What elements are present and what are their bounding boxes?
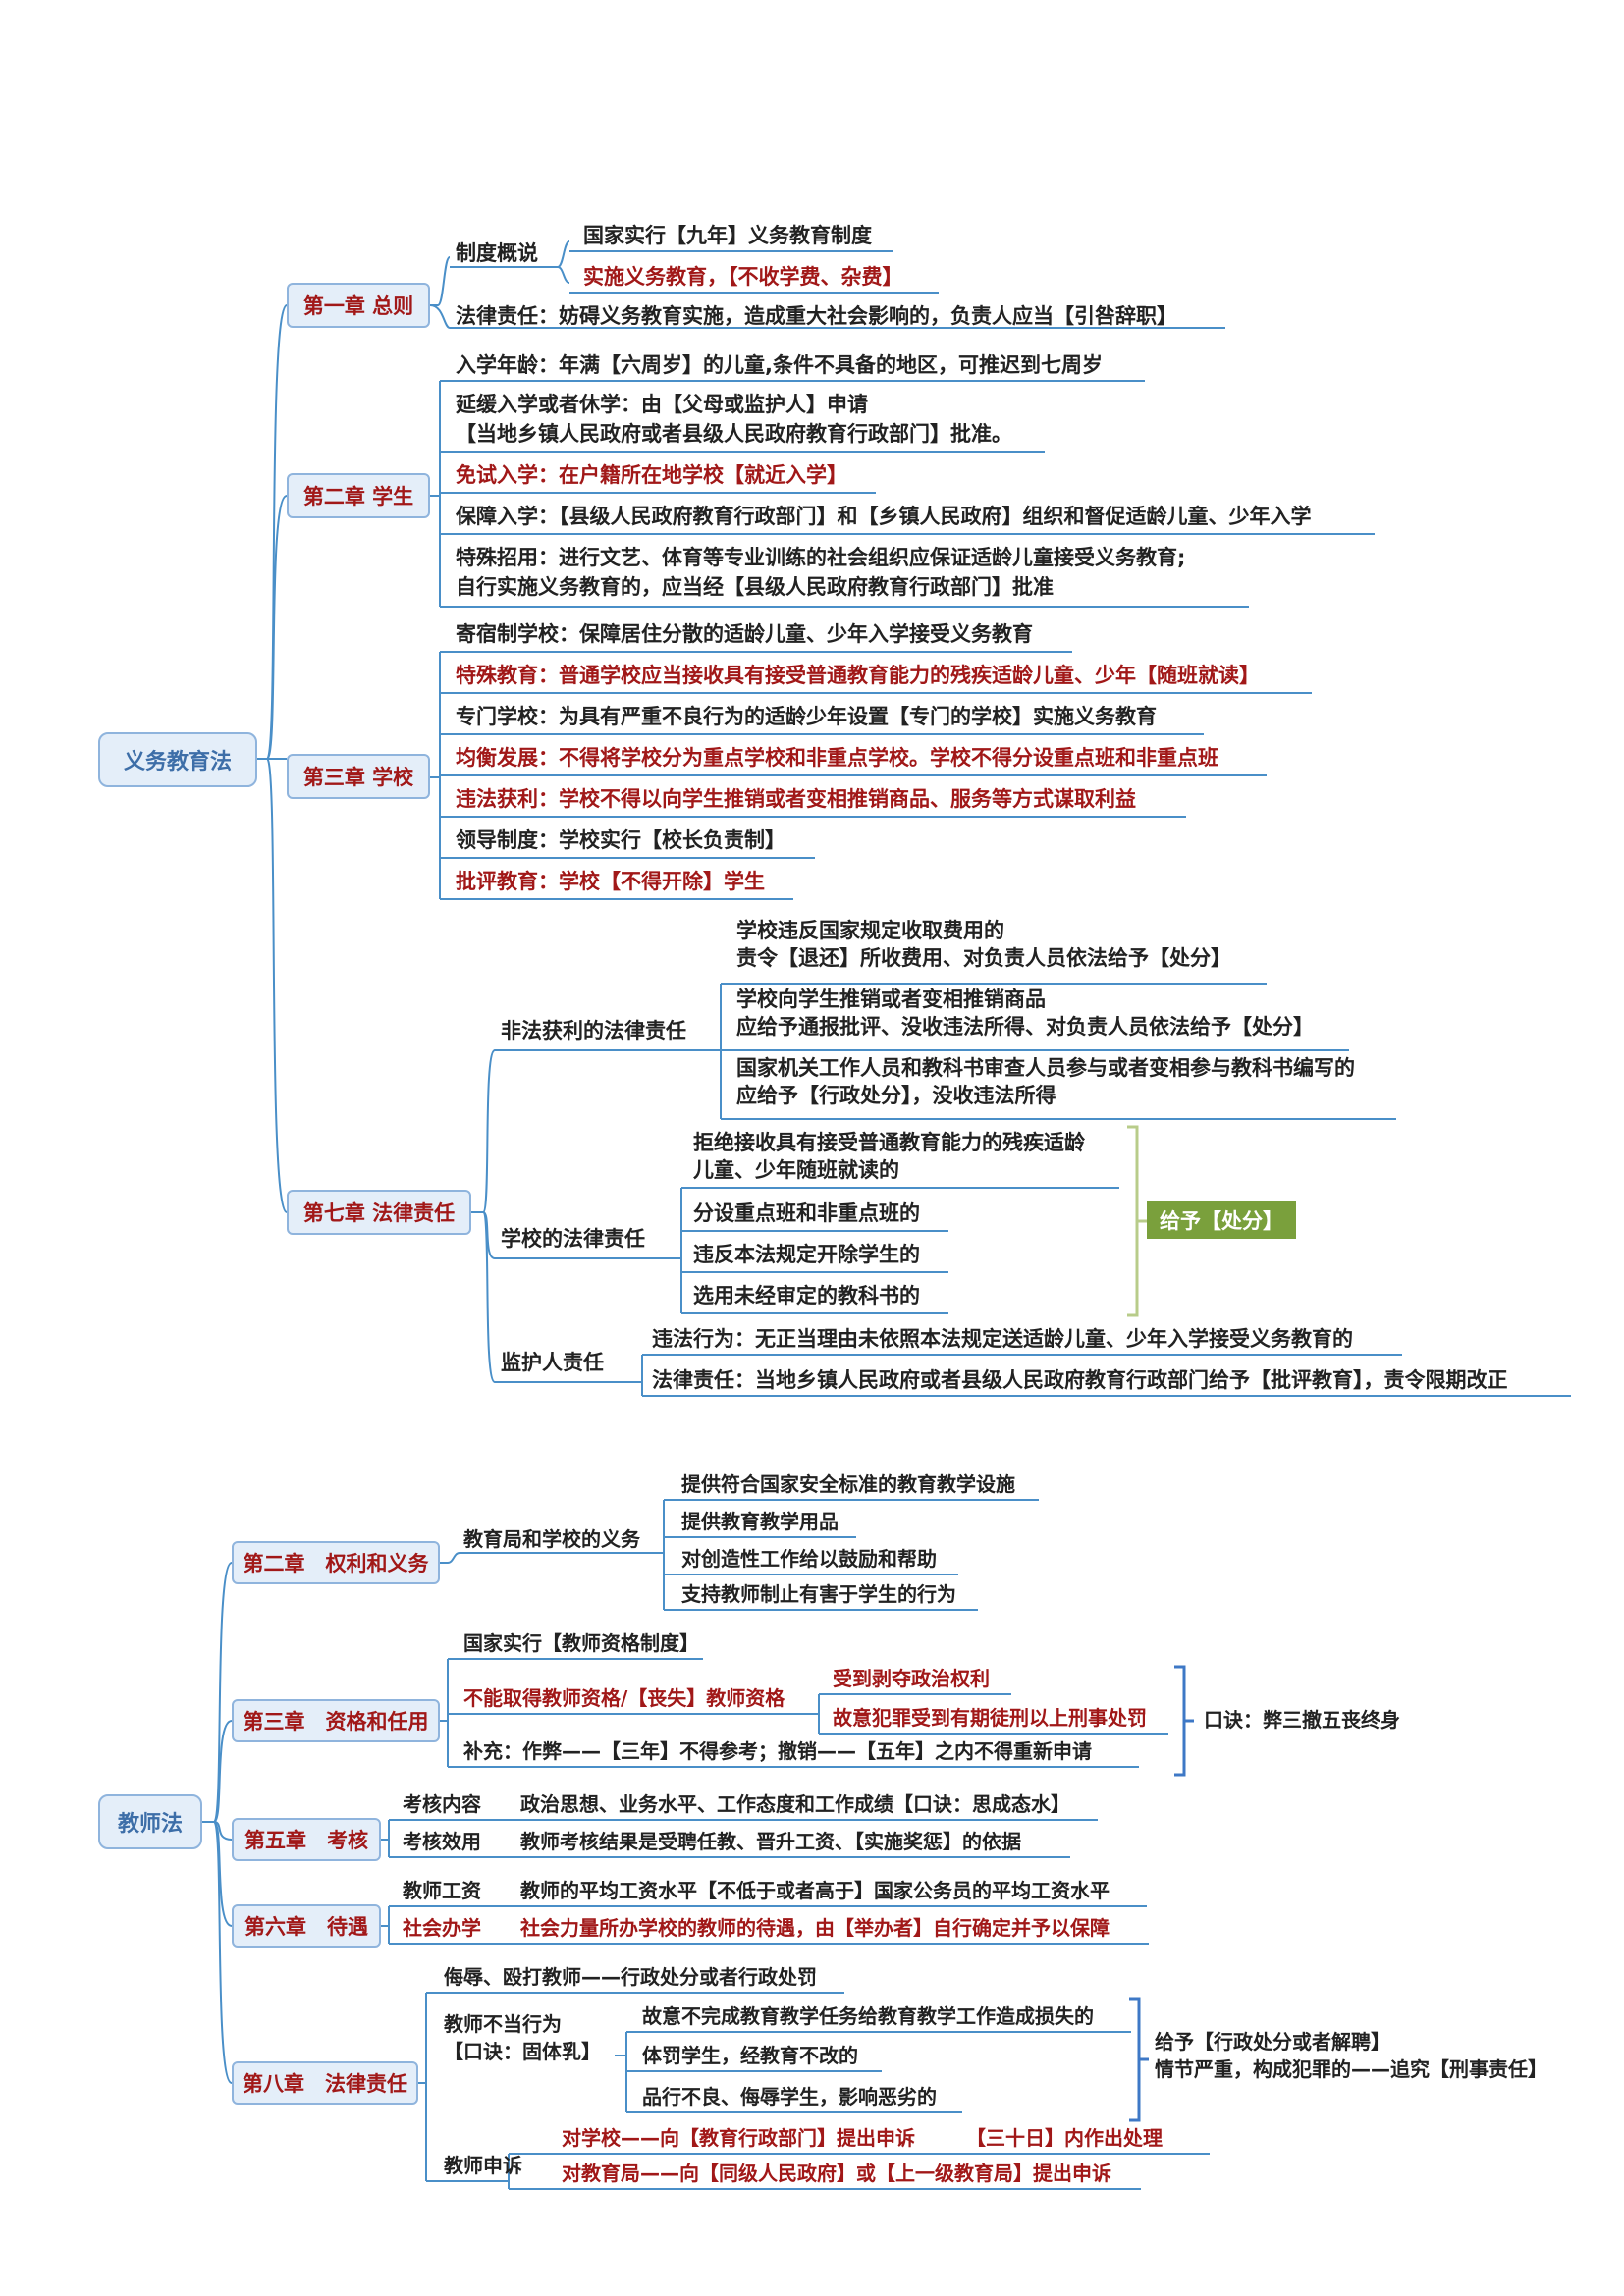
admission-age: 入学年龄：年满【六周岁】的儿童,条件不具备的地区，可推迟到七周岁 (456, 353, 1103, 377)
appeal-deadline: 【三十日】内作出处理 (966, 2126, 1163, 2150)
illegal-sales-1: 学校向学生推销或者变相推销商品 (736, 988, 1046, 1011)
key-classes: 分设重点班和非重点班的 (693, 1201, 920, 1225)
illegal-fee-1: 学校违反国家规定收取费用的 (736, 919, 1004, 942)
appeal-against-school: 对学校——向【教育行政部门】提出申诉 (562, 2126, 915, 2150)
punishment-result-badge[interactable]: 给予【处分】 (1147, 1201, 1296, 1239)
reject-disabled-2: 儿童、少年随班就读的 (693, 1158, 899, 1182)
nine-year-system: 国家实行【九年】义务教育制度 (583, 224, 872, 247)
illegal-profit: 违法获利：学校不得以向学生推销或者变相推销商品、服务等方式谋取利益 (456, 787, 1136, 811)
guaranteed-admission: 保障入学：【县级人民政府教育行政部门】和【乡镇人民政府】组织和督促适龄儿童、少年… (456, 505, 1312, 528)
duty-facilities: 提供符合国家安全标准的教育教学设施 (681, 1472, 1015, 1496)
expel-students: 违反本法规定开除学生的 (693, 1243, 920, 1266)
improper-conduct-label: 教师不当行为 (444, 2012, 562, 2036)
chapter-node-assessment[interactable]: 第五章 考核 (232, 1818, 381, 1861)
improper-result-2: 情节严重，构成犯罪的——追究【刑事责任】 (1155, 2057, 1547, 2081)
special-recruitment-2: 自行实施义务教育的，应当经【县级人民政府教育行政部门】批准 (456, 575, 1054, 599)
overview-label: 制度概说 (456, 241, 538, 265)
teacher-salary-text: 教师的平均工资水平【不低于或者高于】国家公务员的平均工资水平 (520, 1879, 1110, 1902)
root-node-compulsory-education-law[interactable]: 义务教育法 (98, 732, 257, 787)
delayed-admission-2: 【当地乡镇人民政府或者县级人民政府教育行政部门】批准。 (456, 422, 1012, 446)
guardian-violation: 违法行为：无正当理由未依照本法规定送适龄儿童、少年入学接受义务教育的 (652, 1327, 1353, 1351)
textbook-writing-2: 应给予【行政处分】，没收违法所得 (736, 1084, 1056, 1107)
boarding-school: 寄宿制学校：保障居住分散的适龄儿童、少年入学接受义务教育 (456, 622, 1033, 646)
improper-conduct-mnemonic: 【口诀：固体乳】 (444, 2040, 601, 2063)
chapter-node-treatment[interactable]: 第六章 待遇 (232, 1904, 381, 1948)
root-node-teachers-law[interactable]: 教师法 (98, 1794, 202, 1849)
special-education: 特殊教育：普通学校应当接收具有接受普通教育能力的残疾适龄儿童、少年【随班就读】 (456, 664, 1260, 687)
criminal-punishment: 故意犯罪受到有期徒刑以上刑事处罚 (833, 1706, 1147, 1730)
appeal-against-bureau: 对教育局——向【同级人民政府】或【上一级教育局】提出申诉 (562, 2162, 1111, 2185)
private-school-label: 社会办学 (403, 1916, 481, 1940)
assessment-effect-text: 教师考核结果是受聘任教、晋升工资、【实施奖惩】的依据 (520, 1830, 1021, 1853)
private-school-text: 社会力量所办学校的教师的待遇，由【举办者】自行确定并予以保障 (520, 1916, 1110, 1940)
corporal-punishment: 体罚学生，经教育不改的 (642, 2044, 858, 2067)
criticism-education: 批评教育：学校【不得开除】学生 (456, 870, 765, 893)
chapter-node-legal-liability[interactable]: 第七章 法律责任 (287, 1190, 471, 1235)
chapter-node-qualification[interactable]: 第三章 资格和任用 (232, 1699, 440, 1742)
special-recruitment-1: 特殊招用：进行文艺、体育等专业训练的社会组织应保证适龄儿童接受义务教育; (456, 546, 1186, 569)
qualification-supplement: 补充：作弊——【三年】不得参考；撤销——【五年】之内不得重新申请 (463, 1739, 1092, 1763)
qualification-mnemonic: 口诀：弊三撤五丧终身 (1204, 1708, 1400, 1732)
bureau-school-duties-label: 教育局和学校的义务 (463, 1527, 640, 1551)
specialized-school: 专门学校：为具有严重不良行为的适龄少年设置【专门的学校】实施义务教育 (456, 705, 1157, 728)
exam-free-admission: 免试入学：在户籍所在地学校【就近入学】 (456, 463, 847, 487)
school-liability-label: 学校的法律责任 (501, 1227, 645, 1251)
guardian-liability-label: 监护人责任 (501, 1351, 604, 1374)
illegal-fee-2: 责令【退还】所收费用、对负责人员依法给予【处分】 (736, 946, 1231, 970)
textbook-writing-1: 国家机关工作人员和教科书审查人员参与或者变相参与教科书编写的 (736, 1056, 1355, 1080)
chapter-node-general-provisions[interactable]: 第一章 总则 (287, 283, 430, 328)
assessment-content-text: 政治思想、业务水平、工作态度和工作成绩【口诀：思成态水】 (520, 1792, 1070, 1816)
bad-conduct: 品行不良、侮辱学生，影响恶劣的 (642, 2085, 937, 2109)
balanced-development: 均衡发展：不得将学校分为重点学校和非重点学校。学校不得分设重点班和非重点班 (456, 746, 1218, 770)
chapter-node-teacher-liability[interactable]: 第八章 法律责任 (232, 2061, 418, 2105)
reject-disabled-1: 拒绝接收具有接受普通教育能力的残疾适龄 (693, 1131, 1085, 1154)
improper-result-1: 给予【行政处分或者解聘】 (1155, 2030, 1390, 2054)
duty-support: 支持教师制止有害于学生的行为 (681, 1582, 956, 1606)
unapproved-textbooks: 选用未经审定的教科书的 (693, 1284, 920, 1308)
duty-supplies: 提供教育教学用品 (681, 1510, 839, 1533)
assessment-content-label: 考核内容 (403, 1792, 481, 1816)
assessment-effect-label: 考核效用 (403, 1830, 481, 1853)
leadership-system: 领导制度：学校实行【校长负责制】 (456, 828, 785, 852)
chapter-node-students[interactable]: 第二章 学生 (287, 473, 430, 518)
illegal-profit-liability-label: 非法获利的法律责任 (501, 1019, 686, 1042)
teacher-appeal-label: 教师申诉 (444, 2154, 522, 2177)
ch1-legal-liability: 法律责任：妨碍义务教育实施，造成重大社会影响的，负责人应当【引咎辞职】 (456, 304, 1177, 328)
qualification-system: 国家实行【教师资格制度】 (463, 1631, 699, 1655)
guardian-responsibility: 法律责任：当地乡镇人民政府或者县级人民政府教育行政部门给予【批评教育】，责令限期… (652, 1368, 1508, 1392)
duty-encourage: 对创造性工作给以鼓励和帮助 (681, 1547, 937, 1571)
political-rights-deprived: 受到剥夺政治权利 (833, 1667, 990, 1690)
delayed-admission-1: 延缓入学或者休学：由【父母或监护人】申请 (456, 393, 868, 416)
incomplete-teaching: 故意不完成教育教学任务给教育教学工作造成损失的 (642, 2004, 1094, 2028)
chapter-node-schools[interactable]: 第三章 学校 (287, 754, 430, 799)
insult-teacher: 侮辱、殴打教师——行政处分或者行政处罚 (444, 1965, 817, 1989)
chapter-node-rights-duties[interactable]: 第二章 权利和义务 (232, 1541, 440, 1584)
teacher-salary-label: 教师工资 (403, 1879, 481, 1902)
no-tuition: 实施义务教育，【不收学费、杂费】 (583, 265, 903, 289)
cannot-obtain-qualification: 不能取得教师资格/【丧失】教师资格 (463, 1686, 785, 1710)
illegal-sales-2: 应给予通报批评、没收违法所得、对负责人员依法给予【处分】 (736, 1015, 1314, 1039)
